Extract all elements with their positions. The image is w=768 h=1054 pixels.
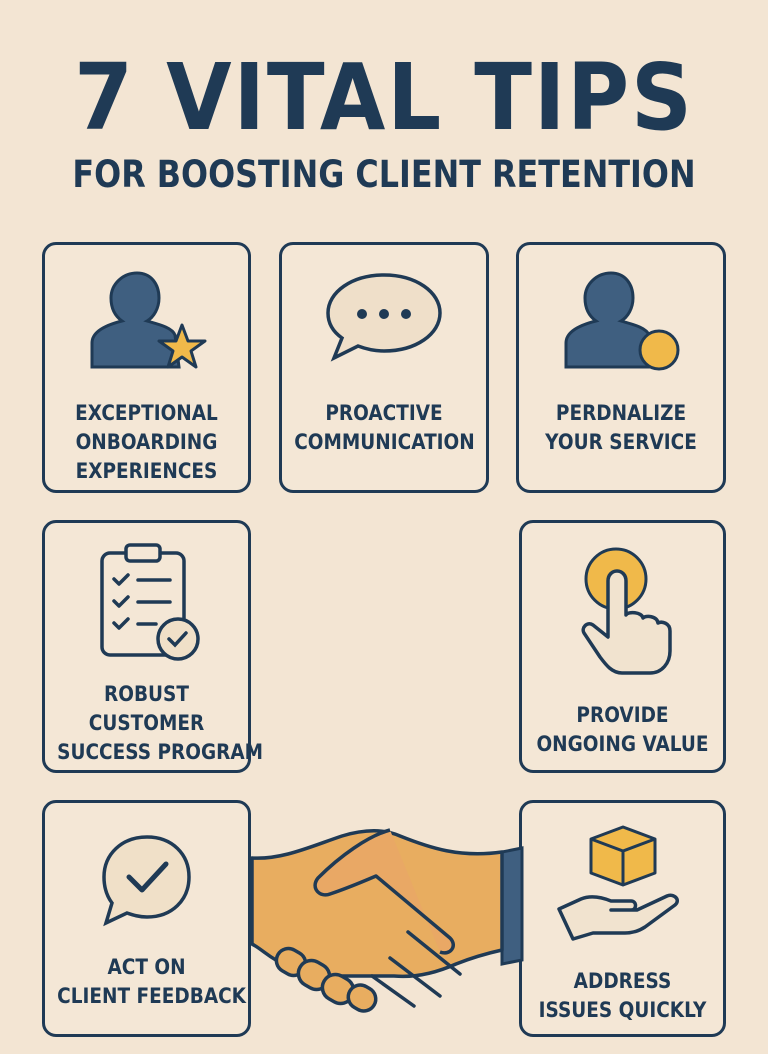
hand-pointer-icon: [581, 547, 672, 675]
clipboard-check-icon: [99, 543, 200, 661]
speech-bubble-icon: [326, 273, 442, 362]
page-title: 7 VITAL TIPS: [74, 44, 694, 151]
page-subtitle: FOR BOOSTING CLIENT RETENTION: [72, 153, 696, 196]
hand-box-icon: [556, 825, 679, 941]
handshake-illustration: [250, 828, 524, 1013]
user-circle-icon: [564, 271, 680, 371]
user-star-icon: [90, 271, 206, 369]
chat-check-icon: [101, 835, 191, 927]
